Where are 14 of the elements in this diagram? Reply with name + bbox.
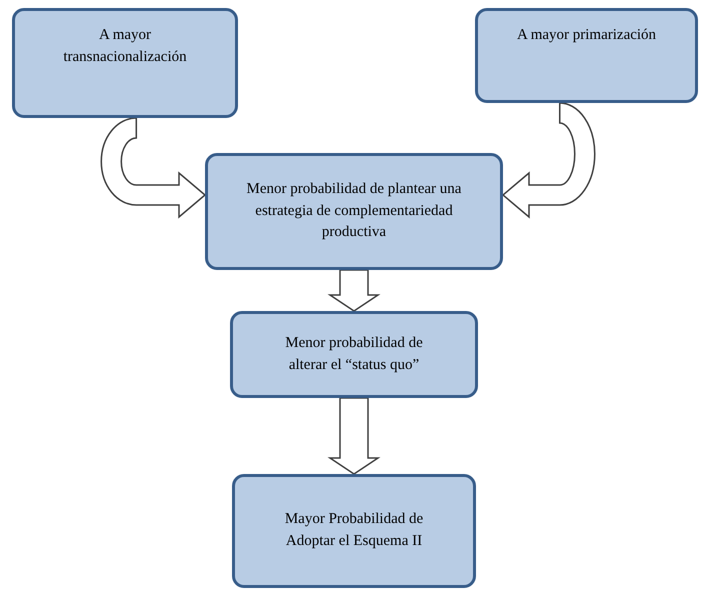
box-text: Menor probabilidad de plantear una estrategia de complementariedad productiva <box>246 180 462 242</box>
block-arrow <box>328 397 380 475</box>
process-box <box>475 8 698 103</box>
block-arrow <box>328 269 380 312</box>
process-box <box>205 153 503 270</box>
process-box <box>12 8 238 118</box>
process-box <box>232 474 476 588</box>
box-text: A mayor transnacionalización <box>62 26 188 67</box>
block-arrow <box>502 102 596 218</box>
box-text: Mayor Probabilidad de Adoptar el Esquema II <box>284 510 424 551</box>
process-box <box>230 311 478 398</box>
box-text: Menor probabilidad de alterar el “status quo” <box>284 334 424 374</box>
block-arrow <box>100 117 206 218</box>
box-text: A mayor primarización <box>516 26 656 45</box>
